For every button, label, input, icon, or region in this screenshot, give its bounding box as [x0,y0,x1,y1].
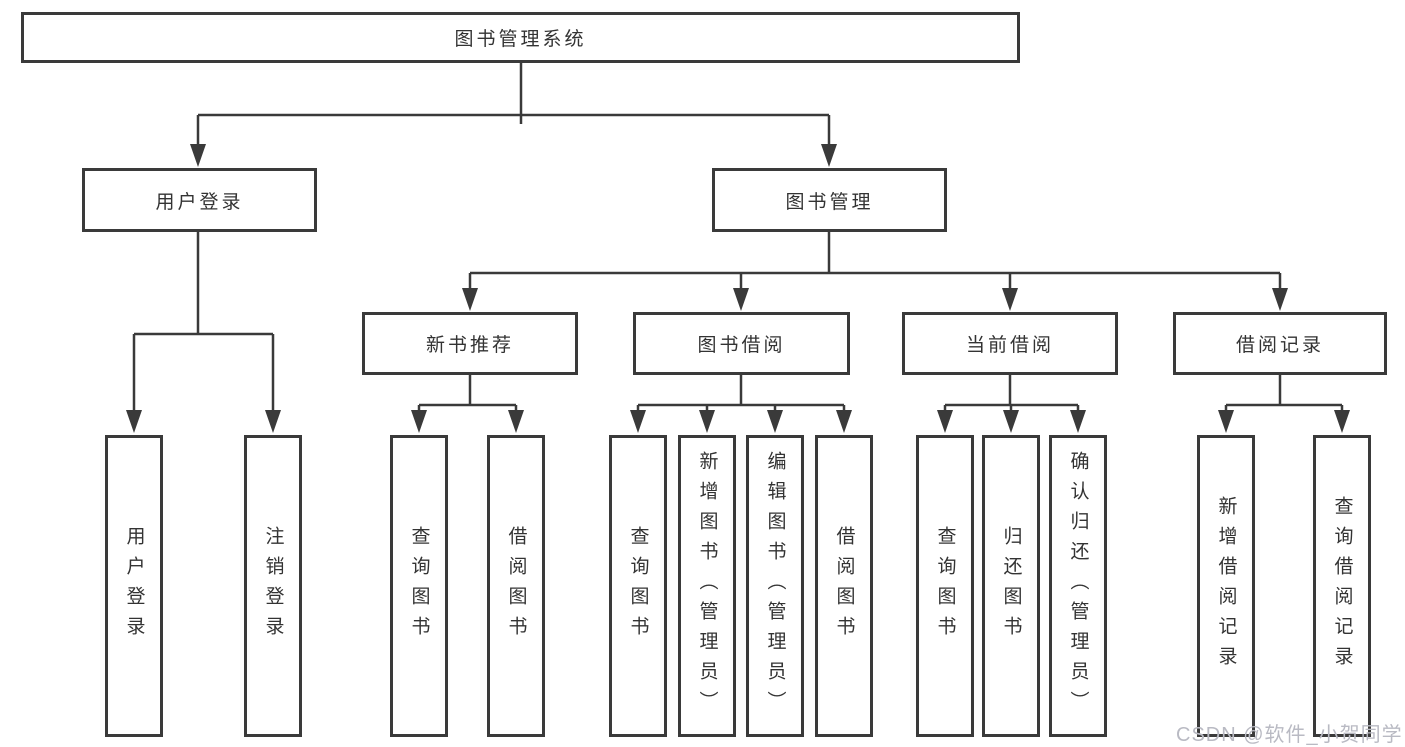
node-label: 借阅图书 [833,526,855,646]
node-label: 新书推荐 [425,335,514,356]
leaf-logout: 注销登录 [244,435,302,737]
leaf-recommend-query-book: 查询图书 [390,435,448,737]
node-borrowing-records: 借阅记录 [1173,312,1387,375]
arrow-down-heads [126,144,1350,433]
node-user-login-branch: 用户登录 [82,168,317,232]
node-label: 查询图书 [627,526,649,646]
leaf-current-query-book: 查询图书 [916,435,974,737]
leaf-borrowing-add-book-admin: 新增图书（管理员） [678,435,736,737]
leaf-records-query-record: 查询借阅记录 [1313,435,1371,737]
node-label: 查询借阅记录 [1331,496,1353,676]
node-label: 借阅图书 [505,526,527,646]
node-label: 查询图书 [934,526,956,646]
node-label: 当前借阅 [965,335,1054,356]
node-book-borrowing: 图书借阅 [633,312,850,375]
node-label: 注销登录 [262,526,284,646]
leaf-current-confirm-return-admin: 确认归还（管理员） [1049,435,1107,737]
node-label: 图书管理 [785,191,874,213]
node-label: 查询图书 [408,526,430,646]
leaf-borrowing-query-book: 查询图书 [609,435,667,737]
leaf-borrowing-borrow-book: 借阅图书 [815,435,873,737]
node-root-system: 图书管理系统 [21,12,1020,63]
node-label: 图书管理系统 [454,29,587,50]
node-label: 新增借阅记录 [1215,496,1237,676]
csdn-watermark: CSDN @软件_小贺同学 [1176,724,1403,746]
node-label: 归还图书 [1000,526,1022,646]
node-book-management-branch: 图书管理 [712,168,947,232]
tree-edges [132,63,1344,412]
node-label: 图书借阅 [697,335,786,356]
node-label: 用户登录 [155,191,244,213]
leaf-user-login: 用户登录 [105,435,163,737]
leaf-borrowing-edit-book-admin: 编辑图书（管理员） [746,435,804,737]
node-new-book-recommend: 新书推荐 [362,312,578,375]
node-current-borrowing: 当前借阅 [902,312,1118,375]
leaf-recommend-borrow-book: 借阅图书 [487,435,545,737]
node-label: 用户登录 [123,526,145,646]
node-label: 新增图书（管理员） [696,451,718,721]
leaf-records-add-record: 新增借阅记录 [1197,435,1255,737]
leaf-current-return-book: 归还图书 [982,435,1040,737]
node-label: 编辑图书（管理员） [764,451,786,721]
node-label: 确认归还（管理员） [1067,451,1089,721]
node-label: 借阅记录 [1235,335,1324,356]
